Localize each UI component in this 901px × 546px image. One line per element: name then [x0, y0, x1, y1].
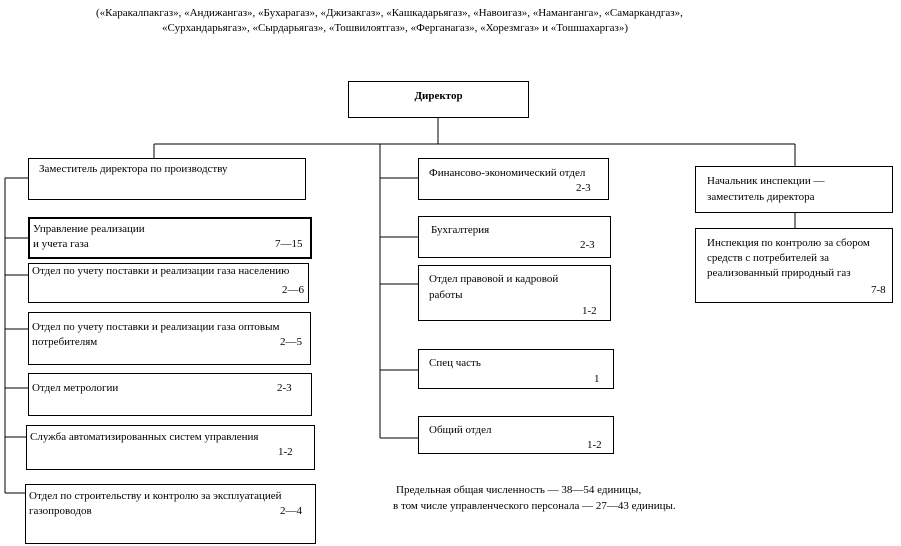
- staff-note-line-2: в том числе управленческого персонала — …: [393, 500, 676, 512]
- asu-service-box: Служба автоматизированных систем управле…: [26, 425, 315, 470]
- metrology-dept-box: Отдел метрологии 2-3: [28, 373, 312, 416]
- population-dept-count: 2—6: [282, 284, 304, 296]
- wholesale-dept-label-1: Отдел по учету поставки и реализации газ…: [32, 321, 280, 333]
- construction-dept-count: 2—4: [280, 505, 302, 517]
- inspection-box: Инспекция по контролю за сбором средств …: [695, 228, 893, 303]
- accounting-label: Бухгалтерия: [431, 224, 490, 236]
- sales-management-label-1: Управление реализации: [33, 223, 145, 235]
- construction-dept-box: Отдел по строительству и контролю за экс…: [25, 484, 316, 544]
- header-line-2: «Сурхандарьягаз», «Сырдарьягаз», «Тошвил…: [162, 22, 629, 34]
- metrology-dept-label: Отдел метрологии: [32, 382, 119, 394]
- special-unit-box: Спец часть 1: [418, 349, 614, 389]
- inspection-label-3: реализованный природный газ: [707, 267, 851, 279]
- special-unit-label: Спец часть: [429, 357, 481, 369]
- sales-management-count: 7—15: [275, 238, 303, 250]
- sales-management-box: Управление реализации и учета газа 7—15: [28, 217, 312, 259]
- sales-management-label-2: и учета газа: [33, 238, 89, 250]
- inspection-chief-label-1: Начальник инспекции —: [707, 175, 825, 187]
- deputy-production-label: Заместитель директора по производству: [39, 163, 228, 175]
- header-line-1: («Каракалпакгаз», «Андижангаз», «Бухараг…: [96, 7, 683, 19]
- inspection-chief-box: Начальник инспекции — заместитель директ…: [695, 166, 893, 213]
- metrology-dept-count: 2-3: [277, 382, 292, 394]
- legal-hr-dept-label-2: работы: [429, 289, 463, 301]
- asu-service-label: Служба автоматизированных систем управле…: [30, 431, 259, 443]
- wholesale-dept-count: 2—5: [280, 336, 302, 348]
- finance-dept-count: 2-3: [576, 182, 591, 194]
- inspection-label-2: средств с потребителей за: [707, 252, 829, 264]
- population-dept-label: Отдел по учету поставки и реализации газ…: [32, 265, 290, 277]
- population-dept-box: Отдел по учету поставки и реализации газ…: [28, 263, 309, 303]
- general-dept-count: 1-2: [587, 439, 602, 451]
- deputy-production-box: Заместитель директора по производству: [28, 158, 306, 200]
- construction-dept-label-1: Отдел по строительству и контролю за экс…: [29, 490, 282, 502]
- finance-dept-box: Финансово-экономический отдел 2-3: [418, 158, 609, 200]
- wholesale-dept-box: Отдел по учету поставки и реализации газ…: [28, 312, 311, 365]
- finance-dept-label: Финансово-экономический отдел: [429, 167, 586, 179]
- director-label: Директор: [414, 90, 463, 102]
- inspection-count: 7-8: [871, 284, 886, 296]
- asu-service-count: 1-2: [278, 446, 293, 458]
- special-unit-count: 1: [594, 373, 600, 385]
- legal-hr-dept-count: 1-2: [582, 305, 597, 317]
- staff-note-line-1: Предельная общая численность — 38—54 еди…: [396, 484, 642, 496]
- wholesale-dept-label-2: потребителям: [32, 336, 98, 348]
- legal-hr-dept-label-1: Отдел правовой и кадровой: [429, 273, 559, 285]
- accounting-box: Бухгалтерия 2-3: [418, 216, 611, 258]
- general-dept-label: Общий отдел: [429, 424, 492, 436]
- inspection-label-1: Инспекция по контролю за сбором: [707, 237, 870, 249]
- legal-hr-dept-box: Отдел правовой и кадровой работы 1-2: [418, 265, 611, 321]
- inspection-chief-label-2: заместитель директора: [707, 191, 815, 203]
- general-dept-box: Общий отдел 1-2: [418, 416, 614, 454]
- director-box: Директор: [348, 81, 529, 118]
- construction-dept-label-2: газопроводов: [29, 505, 92, 517]
- accounting-count: 2-3: [580, 239, 595, 251]
